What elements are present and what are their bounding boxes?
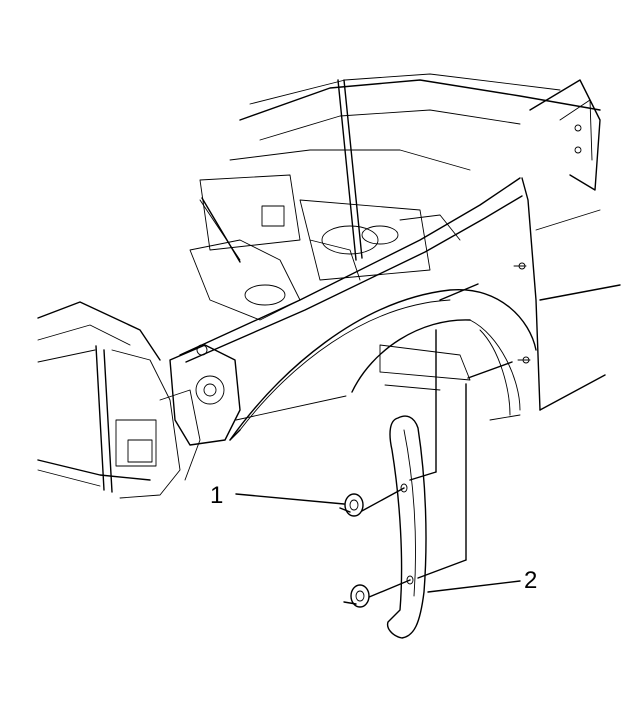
retainer-upper [339,493,364,517]
callout-2-leader [427,580,521,593]
callout-1: 1 [210,482,224,509]
callout-2: 2 [524,567,538,594]
front-fender [179,177,621,441]
alignment-lines [359,329,513,601]
splash-shield [386,415,427,639]
engine-compartment [189,73,601,321]
radiator-support [37,301,241,499]
retainer-lower [343,584,370,608]
callout-1-leader [235,493,345,505]
